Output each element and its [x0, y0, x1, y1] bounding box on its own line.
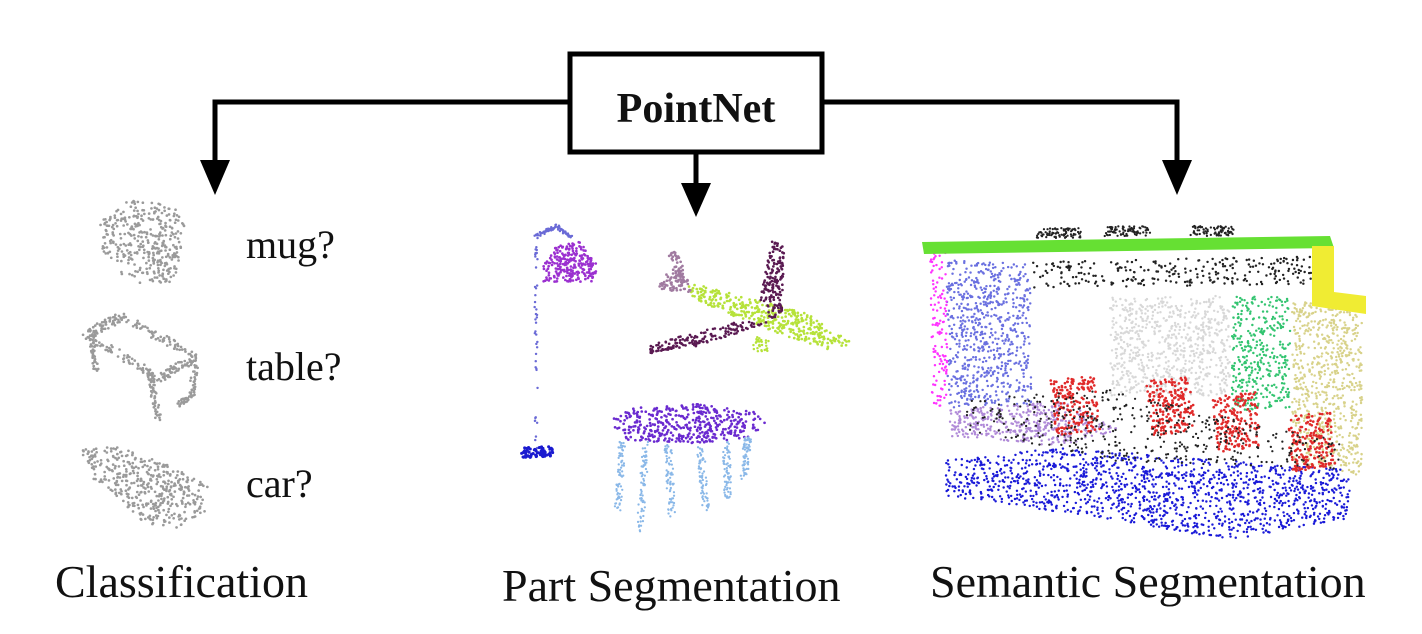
room-clutter-mid	[965, 389, 1341, 470]
task-label-part-segmentation: Part Segmentation	[502, 560, 841, 611]
query-car: car?	[246, 461, 313, 506]
airplane-point-cloud	[649, 240, 851, 355]
room-corner	[1312, 246, 1366, 314]
task-label-classification: Classification	[55, 556, 308, 607]
connector-semantic-segmentation	[822, 99, 1180, 162]
pointnet-title: PointNet	[617, 86, 776, 132]
connectors	[212, 99, 1180, 185]
pointnet-box	[567, 51, 825, 155]
room-wall-left	[945, 259, 1033, 409]
arrowhead-semantic-segmentation	[1162, 160, 1192, 195]
arrowhead-classification	[200, 160, 230, 195]
task-label-semantic-segmentation: Semantic Segmentation	[930, 556, 1366, 607]
room-ceiling	[922, 236, 1334, 254]
room-light-0	[1035, 227, 1082, 239]
arrowhead-part-segmentation	[681, 183, 711, 217]
part-segmentation-point-clouds	[520, 223, 851, 533]
lamp-point-cloud	[520, 223, 598, 459]
room-light-1	[1103, 225, 1152, 238]
classification-point-clouds	[81, 199, 209, 529]
room-door	[1230, 295, 1292, 412]
room-clutter-top	[1032, 255, 1313, 289]
room-board	[929, 251, 949, 407]
table-point-cloud	[81, 312, 199, 422]
connector-classification	[212, 99, 570, 162]
room-window	[1108, 294, 1232, 398]
query-mug: mug?	[246, 222, 335, 267]
car-point-cloud	[81, 446, 209, 529]
semantic-segmentation-room-cloud	[922, 224, 1366, 539]
arrowheads	[200, 160, 1192, 217]
pointnet-node: PointNet	[567, 51, 825, 155]
room-light-2	[1189, 224, 1235, 237]
room-chair-2	[1211, 391, 1260, 453]
query-table: table?	[246, 344, 342, 389]
table-seg-point-cloud	[612, 403, 766, 533]
mug-point-cloud	[99, 199, 186, 284]
